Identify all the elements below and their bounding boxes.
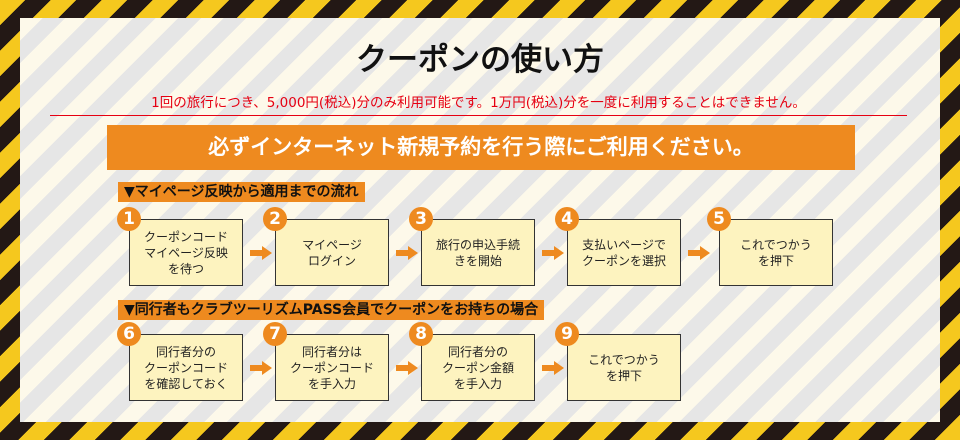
arrow-right-icon [396,246,418,260]
step-number-badge: 8 [409,322,433,346]
section-heading-companion: ▼同行者もクラブツーリズムPASS会員でクーポンをお持ちの場合 [118,300,545,320]
arrow-right-icon [250,246,272,260]
step-box: 同行者分の クーポンコード を確認しておく [129,334,243,401]
step-number-badge: 5 [707,207,731,231]
usage-limit-note: 1回の旅行につき、5,000円(税込)分のみ利用可能です。1万円(税込)分を一度… [50,91,907,116]
step-number-badge: 9 [555,322,579,346]
step-box: これでつかう を押下 [567,334,681,401]
arrow-right-icon [688,246,710,260]
step-number-badge: 2 [263,207,287,231]
step-box: マイページ ログイン [275,219,389,286]
arrow-right-icon [396,361,418,375]
arrow-right-icon [250,361,272,375]
step-box: 支払いページで クーポンを選択 [567,219,681,286]
page-title: クーポンの使い方 [356,42,604,78]
step-number-badge: 1 [117,207,141,231]
step-box: 旅行の申込手続 きを開始 [421,219,535,286]
step-box: クーポンコード マイページ反映 を待つ [129,219,243,286]
section-heading-mypage-flow: ▼マイページ反映から適用までの流れ [118,182,365,202]
step-box: これでつかう を押下 [719,219,833,286]
step-number-badge: 6 [117,322,141,346]
notice-banner: 必ずインターネット新規予約を行う際にご利用ください。 [107,125,855,170]
arrow-right-icon [542,361,564,375]
step-number-badge: 3 [409,207,433,231]
step-number-badge: 7 [263,322,287,346]
step-number-badge: 4 [555,207,579,231]
step-box: 同行者分の クーポン金額 を手入力 [421,334,535,401]
step-box: 同行者分は クーポンコード を手入力 [275,334,389,401]
arrow-right-icon [542,246,564,260]
